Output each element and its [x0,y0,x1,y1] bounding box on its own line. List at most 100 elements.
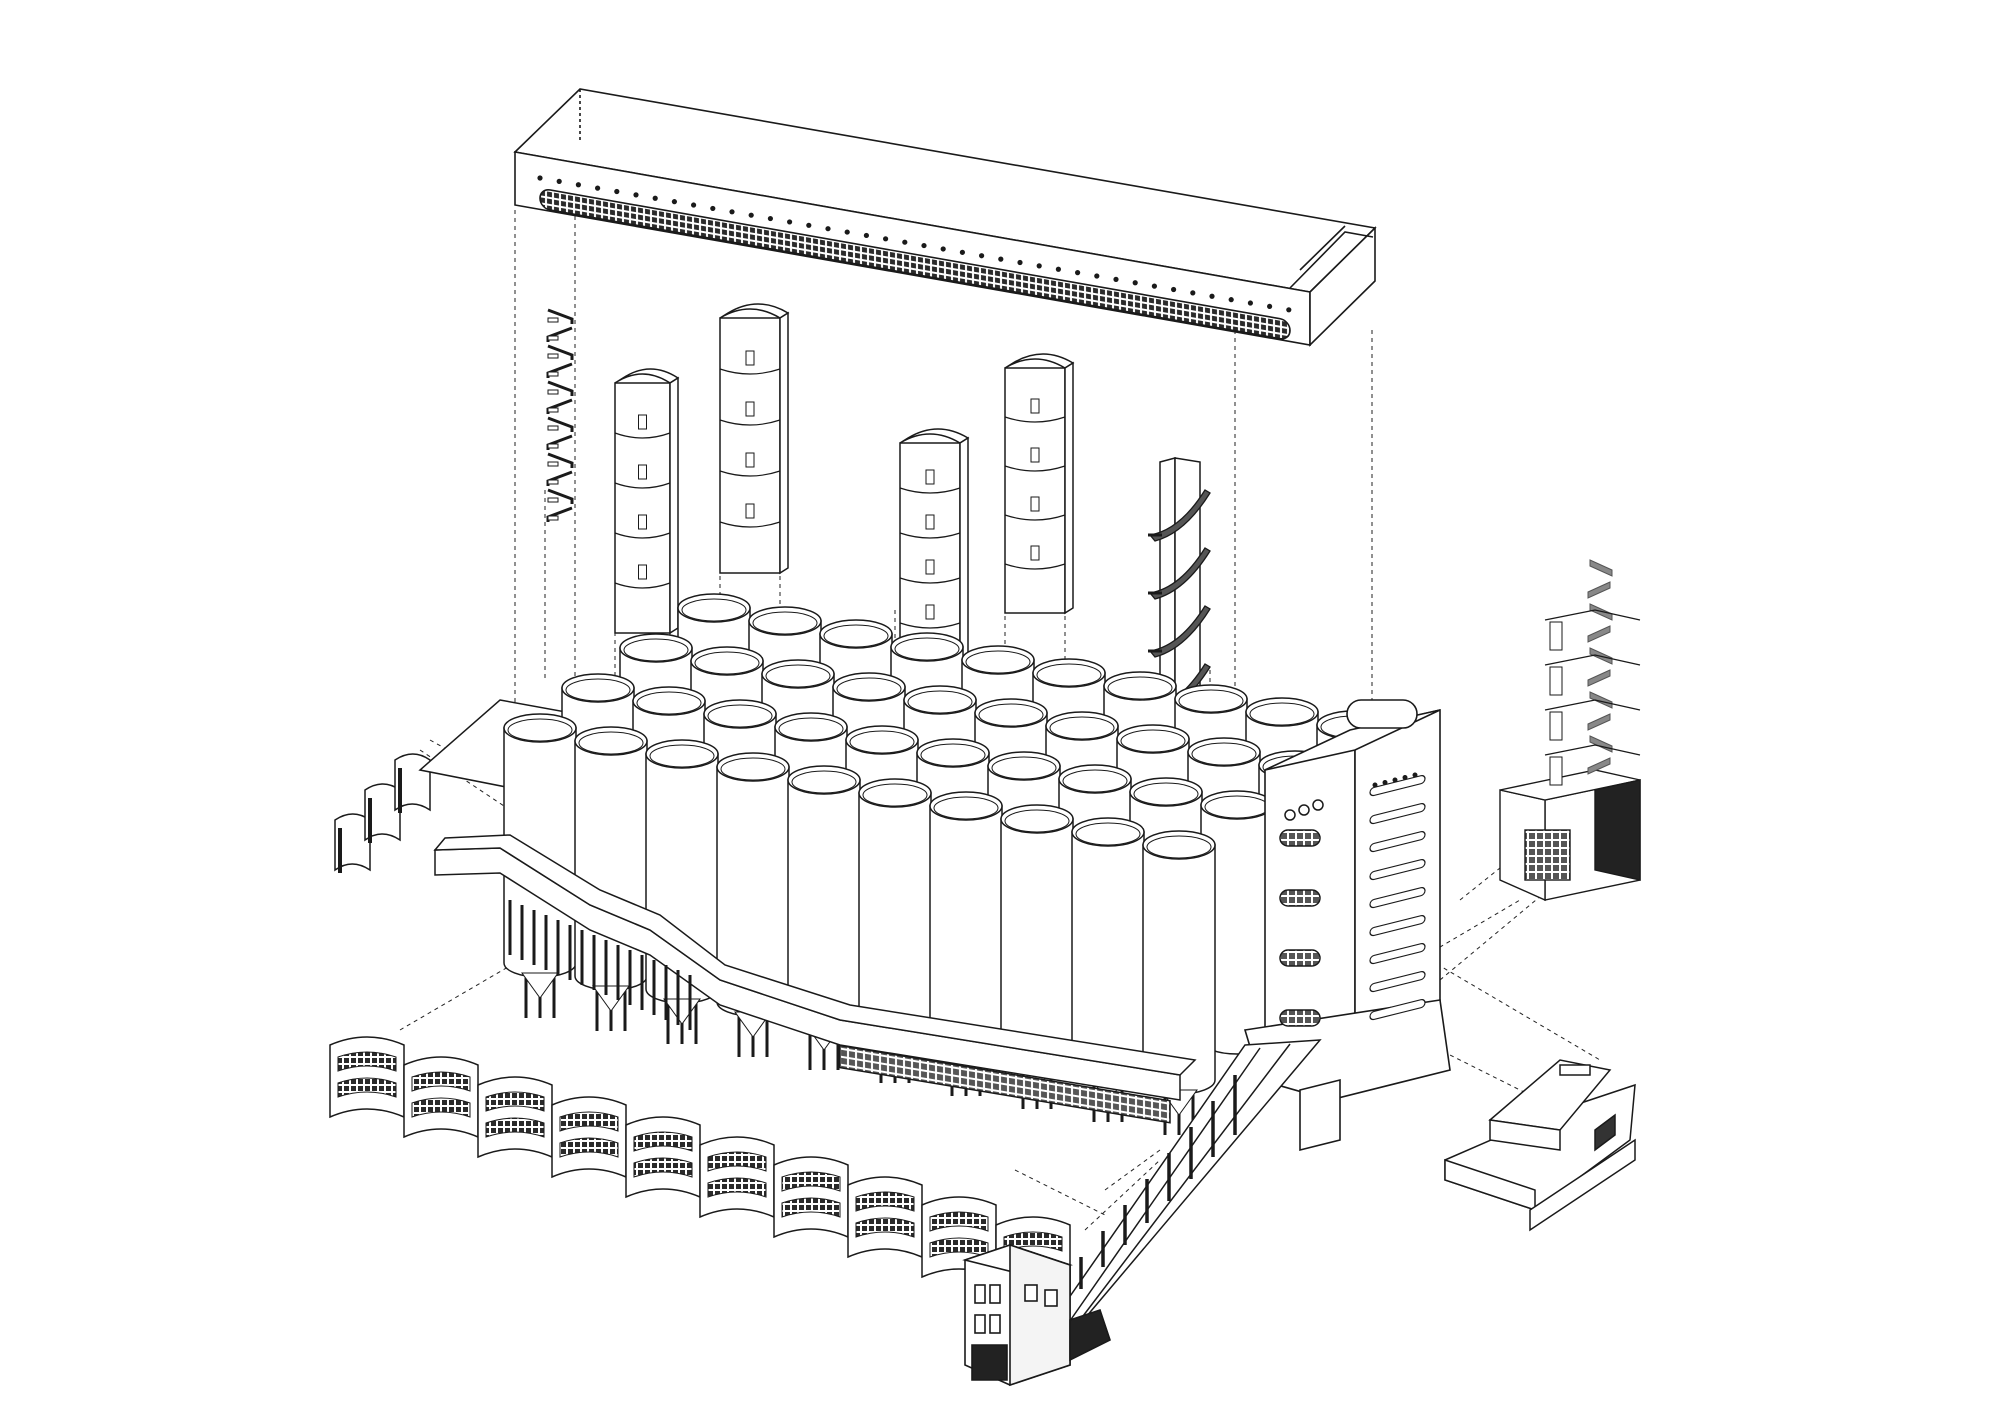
floor-slab [1544,654,1641,666]
silo-top [1032,658,1106,688]
facade-window-band [707,1151,767,1172]
silo-array [503,593,1390,1135]
porthole [1055,266,1061,272]
facade-segment [477,1076,553,1159]
porthole [575,182,582,188]
silo-rim [1133,782,1199,806]
porthole [671,199,678,205]
porthole [921,242,927,249]
stair-landing [547,461,559,467]
silo-body [574,740,648,991]
silo-top [845,725,919,755]
silo-rim [1249,702,1315,726]
silo-top [890,632,964,662]
tube-side [669,376,679,635]
tube-ring [899,577,961,584]
facade-segment [625,1116,701,1199]
silo-top [858,778,932,808]
silo-top [832,672,906,702]
silo-rim [849,730,915,754]
stair-landing [547,497,559,503]
facade-window-band [337,1077,397,1098]
tube-ring [719,521,781,528]
silo-rim [778,717,844,741]
stair-landing [547,389,559,395]
tower-dot [1382,780,1388,785]
tower-window [1279,889,1321,907]
silo-top [1103,671,1177,701]
silo-rim [862,783,928,807]
porthole [1075,270,1081,276]
floor-slab [1544,744,1641,756]
tower-band [1369,998,1426,1021]
tube-opening [745,350,755,366]
stair-flight [547,380,574,396]
porthole [979,253,985,259]
stair-flight [547,488,574,504]
silo-top [929,791,1003,821]
wavy-wall-left [334,753,431,873]
silo-top [1129,777,1203,807]
tube-opening [925,604,935,620]
tube-ring [614,582,671,589]
facade-panel [403,1056,479,1139]
tower-band [1369,774,1426,797]
tower-band [1369,830,1426,853]
tower-dot [1372,782,1378,788]
facade-window-band [633,1131,693,1152]
silo [645,739,719,1044]
stair-flight [1589,559,1613,577]
facade-window-band [559,1111,619,1132]
silo-rim [649,744,715,768]
facade-panel [699,1136,775,1219]
tower-oculus [1312,799,1324,811]
stair-landing [547,335,559,341]
tube-ring [1004,563,1066,570]
tube-side [1064,361,1074,615]
window [1549,756,1563,786]
ramp-columns [1057,1075,1237,1311]
tube-ring [719,368,781,375]
silo-top [916,738,990,768]
silo-top [1174,684,1248,714]
silo-rim [823,624,889,648]
silo-rim [1178,689,1244,713]
facade-panel [477,1076,553,1159]
silo-rim [933,796,999,820]
porthole [1228,297,1234,303]
porthole [1094,273,1100,279]
silo-rim [965,650,1031,674]
silo-rim [565,678,631,702]
silo-top [774,712,848,742]
silo-hopper [592,985,630,1012]
tube-ring [614,432,671,439]
silo-rim [1107,676,1173,700]
facade-window-band [781,1197,841,1218]
porthole [595,185,601,191]
tube-opening [1030,496,1040,512]
stair-flight [547,308,574,324]
tube-ring [719,419,781,426]
stair-flight [547,452,574,468]
facade-panel [329,1036,405,1119]
silo-top [1058,764,1132,794]
stair-flight [1589,735,1613,753]
tower-oculus [1284,809,1296,821]
stair-landing [547,353,559,359]
porthole [863,232,870,239]
silo-body [929,805,1003,1056]
facade-panel [551,1096,627,1179]
silo-rim [1146,835,1212,859]
stair-landing [547,371,559,377]
stair-flight [1587,757,1611,775]
facade-panel [847,1176,923,1259]
silo-rim [920,743,986,767]
stair-landing [547,425,559,431]
silo-body [858,792,932,1043]
porthole [710,205,716,212]
facade-segment [403,1056,479,1139]
silo-rim [681,598,747,622]
silo-top [1045,711,1119,741]
tower-windows [1279,772,1426,1027]
